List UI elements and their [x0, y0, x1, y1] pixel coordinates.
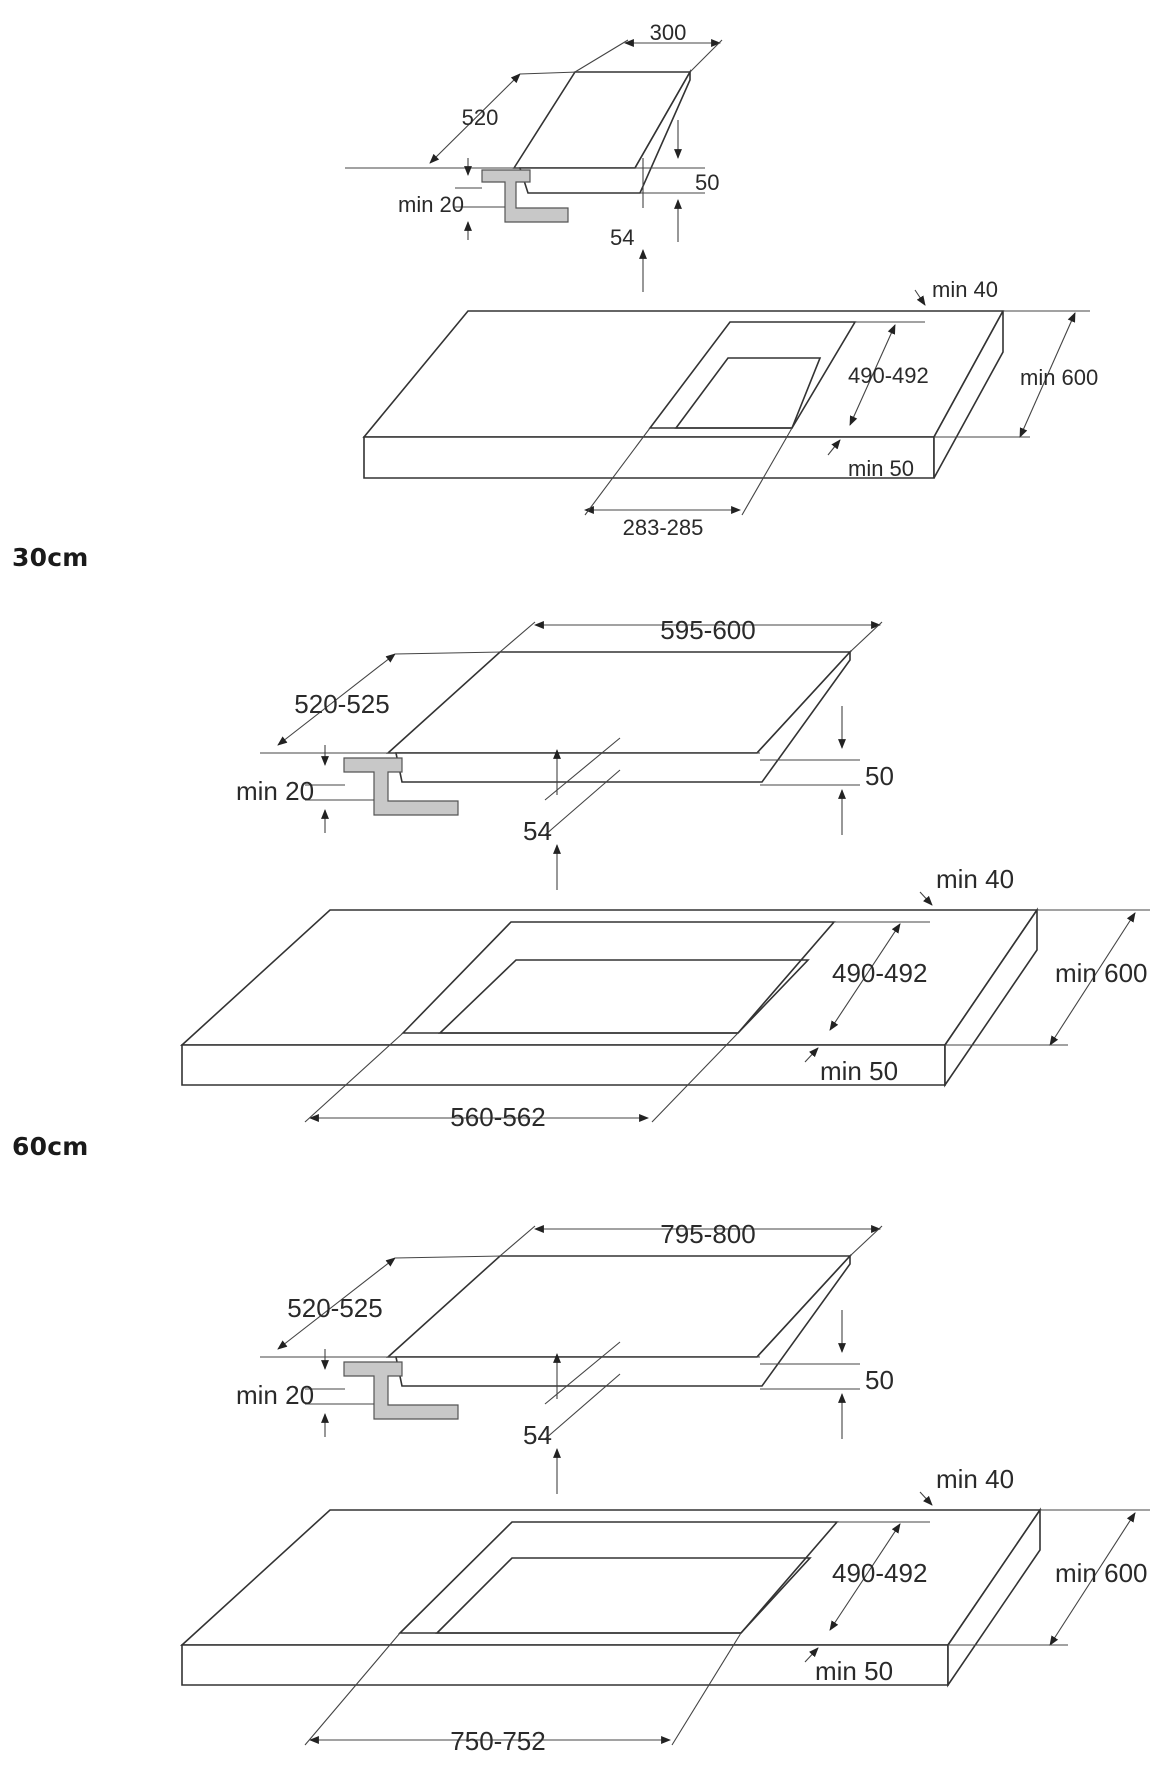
mounting-bracket-1: [481, 169, 569, 223]
section-title-30cm: 30cm: [12, 543, 89, 572]
mounting-bracket-2: [343, 757, 459, 816]
dim-back-margin-2: min 40: [936, 864, 1014, 894]
dim-back-margin-1: min 40: [932, 277, 998, 302]
dim-clearance-1: 54: [610, 225, 634, 250]
dim-cutout-depth-3: 490-492: [832, 1558, 927, 1588]
dim-hob-depth-1: 520: [462, 105, 499, 130]
dim-worktop-depth-3: min 600: [1055, 1558, 1148, 1588]
dim-cutout-width-2: 560-562: [450, 1102, 545, 1132]
dim-hob-height-1: 50: [695, 170, 719, 195]
dim-hob-height-3: 50: [865, 1365, 894, 1395]
cutout-inner-1: [674, 357, 822, 429]
dim-back-margin-3: min 40: [936, 1464, 1014, 1494]
dim-cutout-depth-1: 490-492: [848, 363, 929, 388]
mounting-bracket-3: [343, 1361, 459, 1420]
dim-worktop-depth-2: min 600: [1055, 958, 1148, 988]
worktop-side-3: [947, 1507, 1041, 1688]
dim-min-gap-3: min 20: [236, 1380, 314, 1410]
dim-worktop-thickness-3: min 50: [815, 1656, 893, 1686]
hob-diagram-2: 595-600 520-525 50 54 min 20: [236, 615, 894, 890]
cutout-inner-3: [435, 1557, 812, 1634]
dim-hob-width-3: 795-800: [660, 1219, 755, 1249]
dim-clearance-3: 54: [523, 1420, 552, 1450]
dim-hob-depth-3: 520-525: [287, 1293, 382, 1323]
hob-diagram-3: 795-800 520-525 50 54 min 20: [236, 1219, 894, 1494]
dim-hob-width-2: 595-600: [660, 615, 755, 645]
worktop-diagram-3: min 40 490-492 min 600 min 50 750-752: [179, 1464, 1150, 1756]
dim-min-gap-1: min 20: [398, 192, 464, 217]
dim-hob-depth-2: 520-525: [294, 689, 389, 719]
dim-worktop-thickness-1: min 50: [848, 456, 914, 481]
worktop-side-2: [944, 907, 1038, 1088]
dim-cutout-width-3: 750-752: [450, 1726, 545, 1756]
worktop-side-1: [933, 310, 1004, 479]
dim-hob-height-2: 50: [865, 761, 894, 791]
cutout-inner-2: [438, 959, 810, 1034]
dim-hob-width-1: 300: [650, 20, 687, 45]
dim-min-gap-2: min 20: [236, 776, 314, 806]
section-title-60cm: 60cm: [12, 1132, 89, 1161]
dim-worktop-depth-1: min 600: [1020, 365, 1098, 390]
dim-cutout-width-1: 283-285: [623, 515, 704, 540]
hob-diagram-1: 300 520 50 54 min 20: [345, 20, 723, 292]
dim-clearance-2: 54: [523, 816, 552, 846]
dim-cutout-depth-2: 490-492: [832, 958, 927, 988]
worktop-diagram-1: min 40 490-492 min 600 min 50 283-285: [362, 277, 1098, 540]
dim-worktop-thickness-2: min 50: [820, 1056, 898, 1086]
worktop-diagram-2: min 40 490-492 min 600 min 50 560-562: [179, 864, 1150, 1132]
